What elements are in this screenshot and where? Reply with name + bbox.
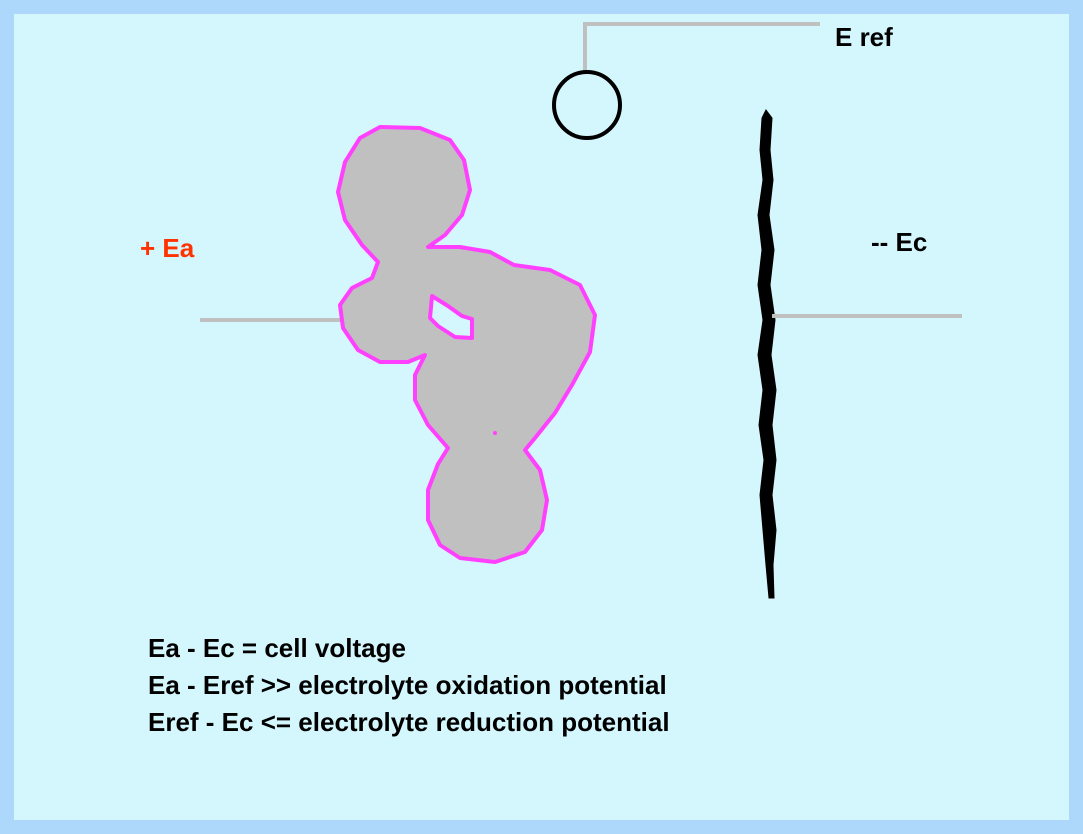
anode-label: + Ea [140, 233, 195, 263]
cathode-electrode [757, 109, 777, 599]
reference-electrode-label: E ref [835, 22, 893, 52]
anode-speck [493, 431, 497, 435]
equation-list: Ea - Ec = cell voltage Ea - Eref >> elec… [148, 630, 670, 741]
cathode-label: -- Ec [871, 227, 928, 257]
reference-lead-wire [583, 22, 820, 72]
anode-particle-cluster [336, 125, 597, 564]
equation-reduction-potential: Eref - Ec <= electrolyte reduction poten… [148, 707, 670, 737]
reference-electrode [552, 70, 622, 140]
equation-cell-voltage: Ea - Ec = cell voltage [148, 633, 406, 663]
equation-oxidation-potential: Ea - Eref >> electrolyte oxidation poten… [148, 670, 667, 700]
